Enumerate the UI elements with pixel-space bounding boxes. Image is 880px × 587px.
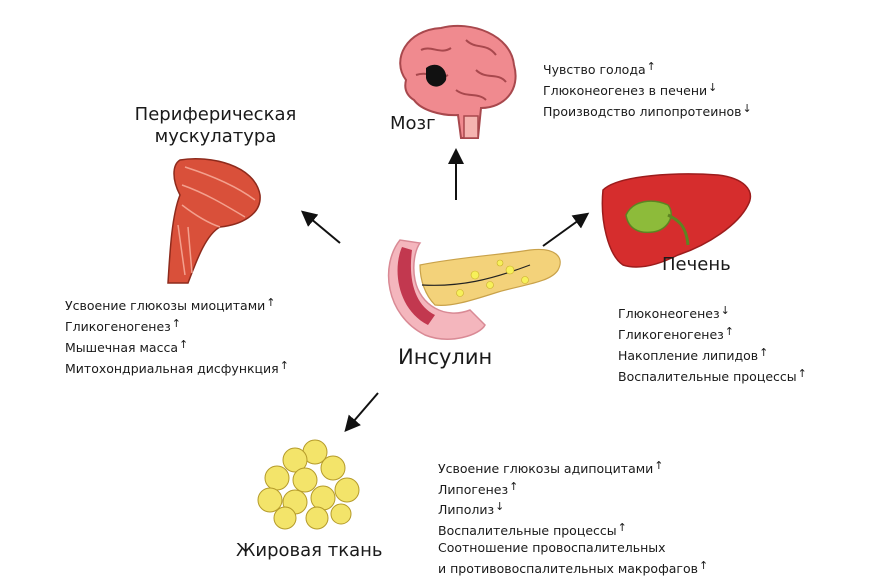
arrow-down-icon: ↓ bbox=[720, 304, 730, 317]
muscle-label: Периферическая мускулатура bbox=[128, 104, 303, 148]
arrow-up-icon: ↑ bbox=[509, 479, 519, 493]
effect-text: и противовоспалительных макрофагов bbox=[438, 560, 698, 576]
arrow-to-muscle bbox=[300, 210, 341, 244]
list-item: Соотношение провоспалительных bbox=[438, 539, 708, 557]
liver-effects-list: Глюконеогенез↓ Гликогеногенез↑ Накоплени… bbox=[618, 302, 807, 386]
muscle-effects-list: Усвоение глюкозы миоцитами↑ Гликогеноген… bbox=[65, 294, 289, 378]
list-item: Липолиз↓ bbox=[438, 498, 708, 519]
effect-text: Чувство голода bbox=[543, 62, 646, 77]
arrow-up-icon: ↑ bbox=[654, 459, 664, 472]
effect-text: Накопление липидов bbox=[618, 348, 759, 363]
arrow-to-liver bbox=[542, 212, 590, 247]
effect-text: Производство липопротеинов bbox=[543, 104, 742, 119]
list-item: Мышечная масса↑ bbox=[65, 336, 289, 357]
list-item: Усвоение глюкозы адипоцитами↑ bbox=[438, 457, 708, 478]
brain-effects-list: Чувство голода↑ Глюконеогенез в печени↓ … bbox=[543, 58, 752, 121]
effect-text: Глюконеогенез в печени bbox=[543, 83, 708, 98]
list-item: Митохондриальная дисфункция↑ bbox=[65, 357, 289, 378]
list-item: Воспалительные процессы↑ bbox=[618, 365, 807, 386]
list-item: Глюконеогенез в печени↓ bbox=[543, 79, 752, 100]
fat-tissue-illustration bbox=[257, 439, 360, 530]
list-item: Усвоение глюкозы миоцитами↑ bbox=[65, 294, 289, 315]
list-item: Гликогеногенез↑ bbox=[618, 323, 807, 344]
arrow-up-icon: ↑ bbox=[724, 325, 734, 338]
list-item: и противовоспалительных макрофагов↑ bbox=[438, 557, 708, 578]
effect-text: Усвоение глюкозы адипоцитами bbox=[438, 461, 654, 476]
arrow-up-icon: ↑ bbox=[617, 520, 627, 534]
arrow-up-icon: ↑ bbox=[179, 338, 189, 351]
list-item: Накопление липидов↑ bbox=[618, 344, 807, 365]
arrow-up-icon: ↑ bbox=[699, 558, 709, 572]
muscle-label-line2: мускулатура bbox=[154, 126, 277, 147]
effect-text: Липолиз bbox=[438, 502, 495, 518]
liver-label: Печень bbox=[662, 254, 731, 275]
list-item: Производство липопротеинов↓ bbox=[543, 100, 752, 121]
effect-text: Соотношение провоспалительных bbox=[438, 540, 666, 556]
arrow-up-icon: ↑ bbox=[797, 367, 807, 380]
fat-effects-list: Усвоение глюкозы адипоцитами↑ Липогенез↑… bbox=[438, 457, 708, 578]
liver-illustration bbox=[601, 173, 751, 268]
fat-label: Жировая ткань bbox=[236, 540, 383, 561]
arrow-up-icon: ↑ bbox=[171, 317, 181, 330]
list-item: Глюконеогенез↓ bbox=[618, 302, 807, 323]
insulin-label: Инсулин bbox=[398, 345, 493, 369]
list-item: Гликогеногенез↑ bbox=[65, 315, 289, 336]
list-item: Липогенез↑ bbox=[438, 478, 708, 499]
list-item: Воспалительные процессы↑ bbox=[438, 519, 708, 540]
brain-label: Мозг bbox=[390, 113, 436, 134]
effect-text: Глюконеогенез bbox=[618, 306, 720, 321]
effect-text: Гликогеногенез bbox=[65, 319, 171, 334]
muscle-label-line1: Периферическая bbox=[134, 104, 297, 125]
arrow-up-icon: ↑ bbox=[759, 346, 769, 359]
brain-illustration bbox=[399, 24, 517, 139]
effect-text: Воспалительные процессы bbox=[438, 522, 617, 538]
arrow-up-icon: ↑ bbox=[266, 296, 276, 309]
effect-text: Гликогеногенез bbox=[618, 327, 724, 342]
list-item: Чувство голода↑ bbox=[543, 58, 752, 79]
arrow-to-fat bbox=[344, 392, 379, 433]
arrow-down-icon: ↓ bbox=[742, 102, 752, 115]
effect-text: Мышечная масса bbox=[65, 340, 178, 355]
arrow-up-icon: ↑ bbox=[279, 359, 289, 372]
arrow-down-icon: ↓ bbox=[495, 500, 505, 514]
effect-text: Усвоение глюкозы миоцитами bbox=[65, 298, 266, 313]
arrow-up-icon: ↑ bbox=[646, 60, 656, 73]
effect-text: Воспалительные процессы bbox=[618, 369, 797, 384]
arrow-down-icon: ↓ bbox=[708, 81, 718, 94]
pancreas-illustration bbox=[387, 239, 561, 340]
effect-text: Митохондриальная дисфункция bbox=[65, 361, 279, 376]
muscle-illustration bbox=[167, 158, 261, 284]
effect-text: Липогенез bbox=[438, 481, 509, 497]
